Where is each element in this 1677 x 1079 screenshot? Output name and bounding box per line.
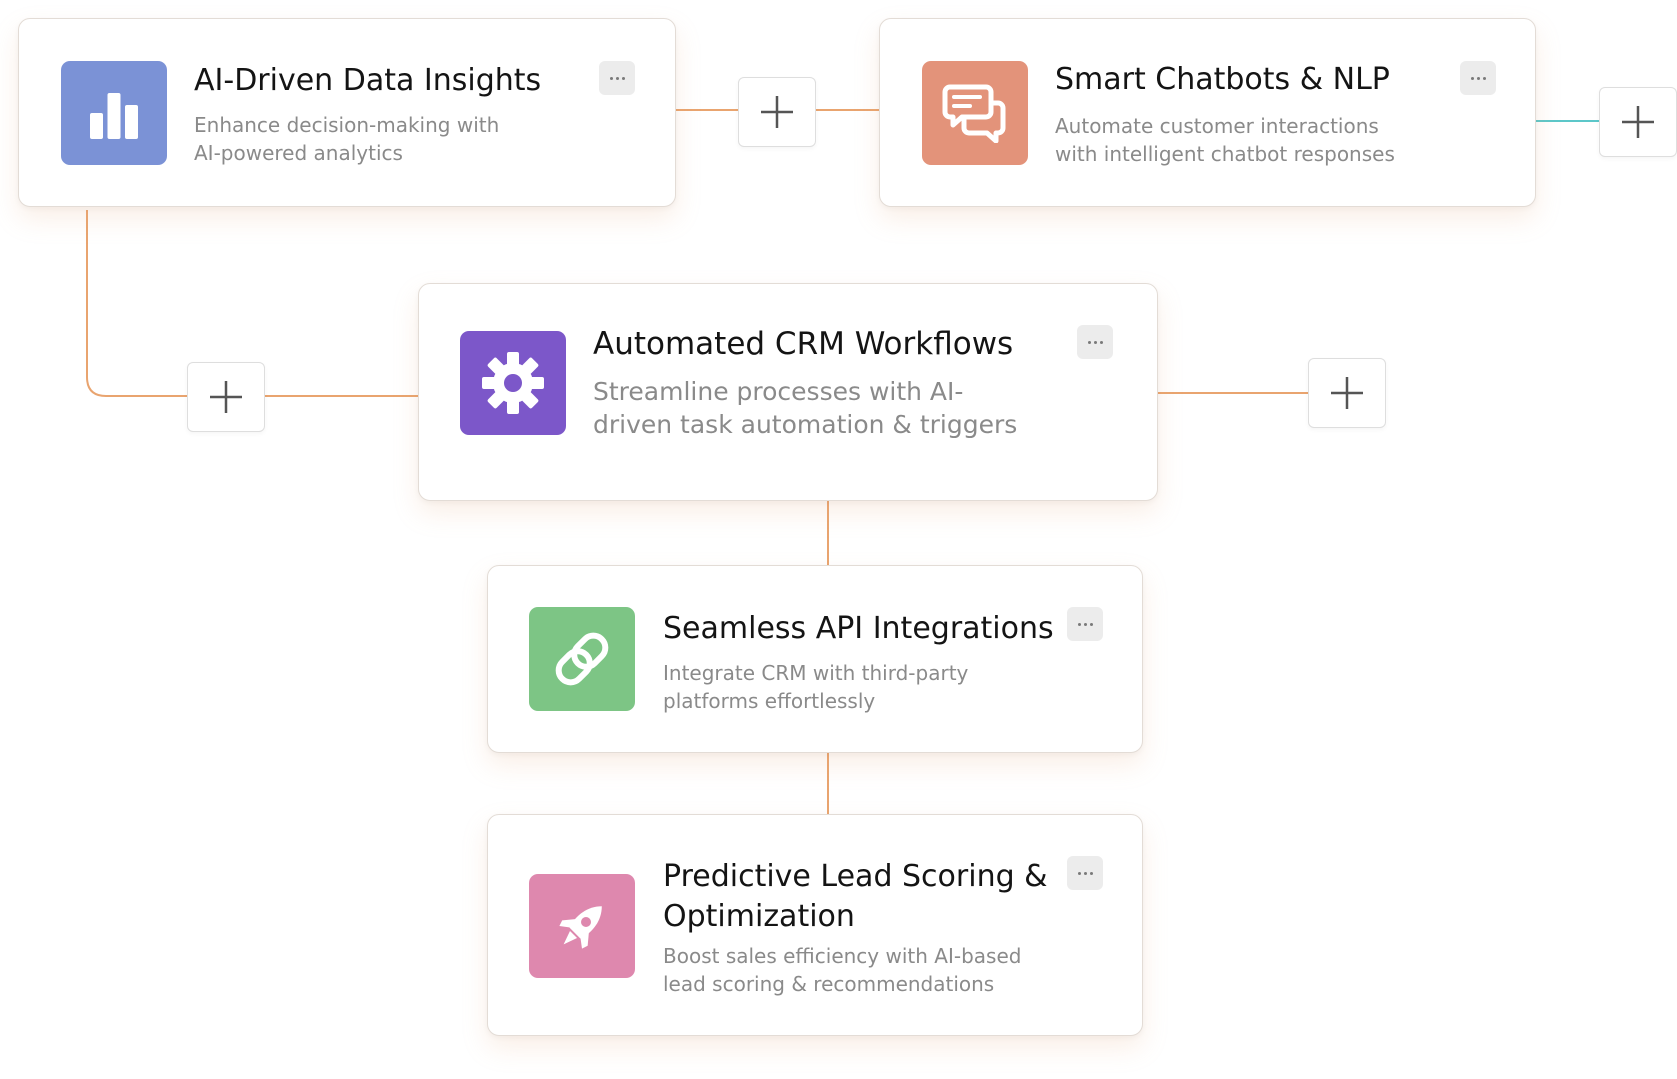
plus-icon: [1622, 106, 1654, 138]
more-options-button[interactable]: [1067, 607, 1103, 641]
plus-icon: [210, 381, 242, 413]
more-options-button[interactable]: [1067, 856, 1103, 890]
card-title: AI-Driven Data Insights: [194, 63, 542, 98]
dot: [1089, 622, 1093, 626]
card-icon-tile: [61, 61, 167, 165]
card-icon-tile: [529, 607, 635, 711]
plus-icon: [1331, 377, 1363, 409]
card-title: Predictive Lead Scoring & Optimization: [663, 859, 1048, 934]
card-seamless-api-integrations[interactable]: Seamless API Integrations Integrate CRM …: [487, 565, 1143, 753]
dot: [1089, 871, 1093, 875]
rocket-icon: [559, 906, 602, 949]
card-description: Streamline processes with AI-driven task…: [593, 377, 1018, 439]
dot: [1476, 76, 1480, 80]
more-options-button[interactable]: [599, 61, 635, 95]
gear-icon: [482, 352, 544, 414]
card-title: Seamless API Integrations: [663, 611, 1054, 646]
dot: [1093, 340, 1097, 344]
chat-bubbles-icon: [942, 84, 1006, 143]
plus-icon: [761, 96, 793, 128]
more-options-button[interactable]: [1460, 61, 1496, 95]
card-description: Integrate CRM with third-party platforms…: [663, 661, 969, 714]
card-icon-tile: [460, 331, 566, 435]
card-title: Automated CRM Workflows: [593, 326, 1014, 362]
more-options-button[interactable]: [1077, 325, 1113, 359]
dot: [1099, 340, 1103, 344]
card-ai-driven-data-insights[interactable]: AI-Driven Data Insights Enhance decision…: [18, 18, 676, 207]
card-smart-chatbots-nlp[interactable]: Smart Chatbots & NLP Automate customer i…: [879, 18, 1536, 207]
dot: [1083, 871, 1087, 875]
dot: [1077, 871, 1081, 875]
dot: [1083, 622, 1087, 626]
card-description: Boost sales efficiency with AI-based lea…: [663, 944, 1022, 997]
dot: [609, 76, 613, 80]
card-predictive-lead-scoring[interactable]: Predictive Lead Scoring & Optimization B…: [487, 814, 1143, 1036]
dot: [1077, 622, 1081, 626]
dot: [615, 76, 619, 80]
connector-insights-to-workflows: [86, 210, 187, 397]
card-icon-tile: [529, 874, 635, 978]
dot: [1087, 340, 1091, 344]
add-step-button[interactable]: [738, 77, 816, 147]
add-step-button[interactable]: [1308, 358, 1386, 428]
card-automated-crm-workflows[interactable]: Automated CRM Workflows Streamline proce…: [418, 283, 1158, 501]
dot: [1482, 76, 1486, 80]
dot: [621, 76, 625, 80]
card-title: Smart Chatbots & NLP: [1055, 62, 1390, 97]
add-step-button[interactable]: [1599, 87, 1677, 157]
bar-chart-icon: [90, 93, 138, 139]
card-icon-tile: [922, 61, 1028, 165]
card-description: Enhance decision-making with AI-powered …: [194, 113, 500, 166]
dot: [1470, 76, 1474, 80]
add-step-button[interactable]: [187, 362, 265, 432]
link-icon: [555, 632, 609, 686]
card-description: Automate customer interactions with inte…: [1055, 114, 1395, 167]
